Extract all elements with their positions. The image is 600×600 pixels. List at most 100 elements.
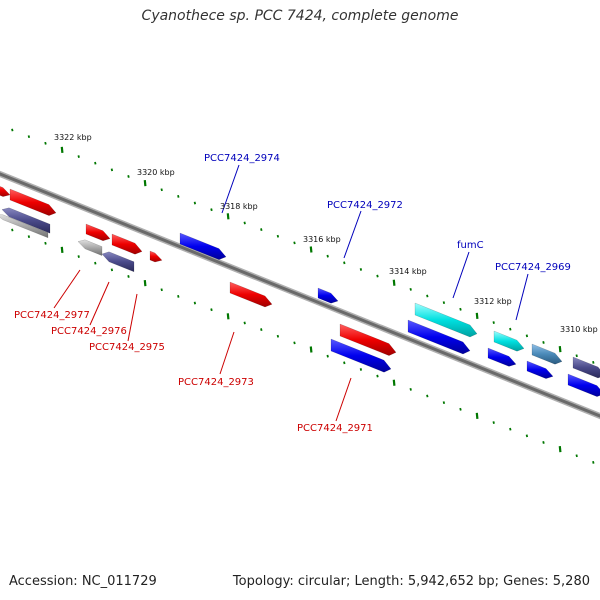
- tick-dot-lower: [77, 255, 80, 258]
- gene-arrow-2: [1, 207, 51, 234]
- scale-label-3322: 3322 kbp: [54, 133, 92, 142]
- tick-dot-upper: [44, 141, 47, 145]
- gene-arrow-16: [493, 330, 525, 352]
- tick-dot-upper: [276, 234, 280, 238]
- tick-dot-lower: [60, 246, 64, 254]
- gene-label-pcc7424-2972[interactable]: PCC7424_2972: [327, 200, 403, 211]
- tick-dot-upper: [309, 246, 313, 253]
- tick-dot-upper: [442, 301, 446, 305]
- tick-dot-upper: [392, 279, 396, 286]
- gene-arrow-15: [407, 319, 471, 355]
- tick-dot-lower: [426, 394, 429, 398]
- gene-arrow-11: [317, 287, 339, 304]
- tick-dot-lower: [27, 235, 31, 239]
- tick-dot-lower: [542, 441, 545, 444]
- tick-dot-upper: [459, 307, 462, 311]
- tick-dot-lower: [260, 328, 263, 332]
- tick-dot-lower: [343, 361, 346, 365]
- tick-dot-upper: [11, 128, 14, 132]
- gene-arrow-13: [330, 338, 392, 373]
- tick-dot-upper: [110, 168, 114, 172]
- leader-line-8: [335, 377, 352, 422]
- tick-dot-lower: [392, 379, 396, 386]
- gene-arrow-21: [567, 373, 600, 397]
- gene-arrow-17: [487, 347, 517, 367]
- tick-dot-upper: [326, 254, 329, 258]
- gene-label-pcc7424-2971[interactable]: PCC7424_2971: [297, 423, 373, 434]
- tick-dot-upper: [492, 321, 495, 324]
- tick-dot-upper: [226, 213, 230, 220]
- gene-arrow-0: [0, 186, 11, 197]
- tick-dot-upper: [376, 274, 379, 278]
- tick-dot-lower: [110, 268, 114, 272]
- scale-label-3318: 3318 kbp: [220, 202, 258, 211]
- gene-label-pcc7424-2973[interactable]: PCC7424_2973: [178, 377, 254, 388]
- scale-label-3312: 3312 kbp: [474, 297, 512, 306]
- tick-dot-lower: [376, 374, 379, 378]
- label-leader-lines: [53, 164, 529, 422]
- gene-label-pcc7424-2975[interactable]: PCC7424_2975: [89, 342, 165, 353]
- leader-line-0: [221, 164, 240, 214]
- scale-labels: 3322 kbp 3320 kbp 3318 kbp 3316 kbp 3314…: [54, 133, 598, 334]
- tick-dot-upper: [509, 327, 512, 331]
- leader-line-6: [127, 293, 138, 342]
- tick-dot-upper: [60, 146, 64, 154]
- gene-arrow-18: [531, 343, 563, 365]
- tick-dot-lower: [226, 313, 230, 320]
- tick-dot-lower: [44, 241, 47, 245]
- tick-marks: [11, 128, 595, 464]
- accession-text: Accession: NC_011729: [9, 574, 157, 589]
- tick-dot-lower: [309, 346, 313, 353]
- gene-labels: PCC7424_2974 PCC7424_2972 fumC PCC7424_2…: [14, 153, 571, 434]
- tick-dot-lower: [177, 294, 180, 298]
- tick-dot-upper: [177, 194, 180, 198]
- tick-dot-lower: [592, 460, 595, 464]
- scale-label-3320: 3320 kbp: [137, 168, 175, 177]
- genome-summary-text: Topology: circular; Length: 5,942,652 bp…: [232, 574, 590, 589]
- tick-dot-lower: [276, 334, 280, 338]
- leader-line-7: [219, 331, 235, 375]
- scale-label-3314: 3314 kbp: [389, 267, 427, 276]
- tick-dot-upper: [27, 135, 31, 139]
- tick-dot-lower: [459, 407, 462, 411]
- tick-dot-upper: [409, 287, 412, 291]
- tick-dot-lower: [575, 454, 578, 458]
- tick-dot-lower: [409, 387, 412, 391]
- tick-dot-lower: [492, 421, 495, 424]
- tick-dot-upper: [160, 188, 163, 192]
- genome-backbone: [0, 170, 600, 420]
- tick-dot-upper: [592, 360, 595, 364]
- tick-dot-upper: [193, 201, 197, 205]
- tick-dot-upper: [575, 354, 578, 358]
- gene-arrow-9: [179, 232, 227, 260]
- tick-dot-upper: [260, 228, 263, 232]
- gene-label-pcc7424-2976[interactable]: PCC7424_2976: [51, 326, 127, 337]
- gene-label-pcc7424-2974[interactable]: PCC7424_2974: [204, 153, 280, 164]
- leader-line-5: [89, 281, 110, 326]
- gene-arrow-4: [85, 223, 111, 242]
- tick-dot-upper: [243, 221, 246, 225]
- gene-arrow-14: [414, 302, 478, 338]
- gene-label-fumc[interactable]: fumC: [457, 240, 484, 251]
- tick-dot-upper: [143, 180, 147, 187]
- tick-dot-upper: [525, 334, 529, 338]
- tick-dot-lower: [160, 288, 163, 292]
- tick-dot-lower: [359, 368, 363, 371]
- page-title: Cyanothece sp. PCC 7424, complete genome: [141, 8, 459, 24]
- tick-dot-lower: [127, 275, 130, 278]
- tick-dot-upper: [293, 241, 296, 245]
- gene-label-pcc7424-2977[interactable]: PCC7424_2977: [14, 310, 90, 321]
- tick-dot-upper: [127, 175, 130, 178]
- gene-arrow-20: [572, 356, 600, 379]
- leader-line-1: [343, 210, 362, 259]
- gene-arrow-7: [101, 251, 135, 273]
- tick-dot-upper: [94, 161, 97, 165]
- tick-dot-lower: [442, 401, 446, 405]
- tick-dot-lower: [293, 341, 296, 345]
- tick-dot-lower: [143, 280, 147, 287]
- gene-label-pcc7424-2969[interactable]: PCC7424_2969: [495, 262, 571, 273]
- tick-dot-upper: [542, 341, 545, 344]
- tick-dot-lower: [11, 228, 14, 232]
- tick-dot-lower: [243, 321, 246, 325]
